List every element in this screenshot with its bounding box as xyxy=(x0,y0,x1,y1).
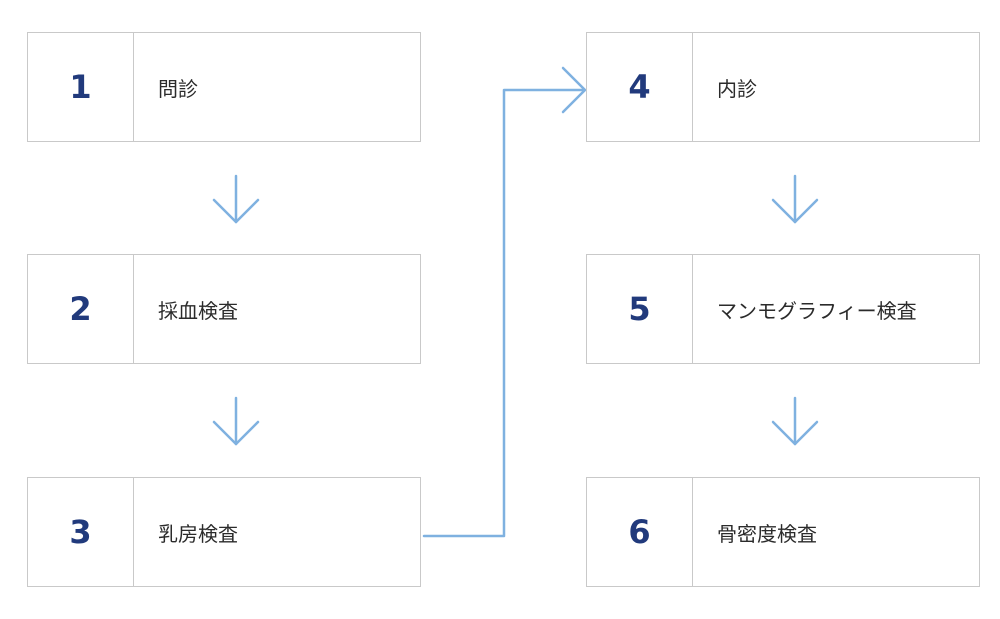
arrow-down-1-2 xyxy=(212,174,260,224)
arrow-down-5-6 xyxy=(771,396,819,446)
step-number: 5 xyxy=(587,255,693,363)
step-number: 3 xyxy=(28,478,134,586)
step-label: マンモグラフィー検査 xyxy=(717,298,917,323)
step-number: 1 xyxy=(28,33,134,141)
arrow-down-2-3 xyxy=(212,396,260,446)
step-label: 乳房検査 xyxy=(158,521,238,546)
step-3: 3 乳房検査 xyxy=(27,477,421,587)
step-4: 4 内診 xyxy=(586,32,980,142)
step-number: 2 xyxy=(28,255,134,363)
arrow-connector-3-4 xyxy=(422,66,587,538)
step-6: 6 骨密度検査 xyxy=(586,477,980,587)
step-1: 1 問診 xyxy=(27,32,421,142)
step-2: 2 採血検査 xyxy=(27,254,421,364)
step-label: 骨密度検査 xyxy=(717,521,817,546)
step-label: 採血検査 xyxy=(158,298,238,323)
step-label: 内診 xyxy=(717,76,757,101)
step-number: 4 xyxy=(587,33,693,141)
step-number: 6 xyxy=(587,478,693,586)
step-5: 5 マンモグラフィー検査 xyxy=(586,254,980,364)
arrow-down-4-5 xyxy=(771,174,819,224)
step-label: 問診 xyxy=(158,76,198,101)
